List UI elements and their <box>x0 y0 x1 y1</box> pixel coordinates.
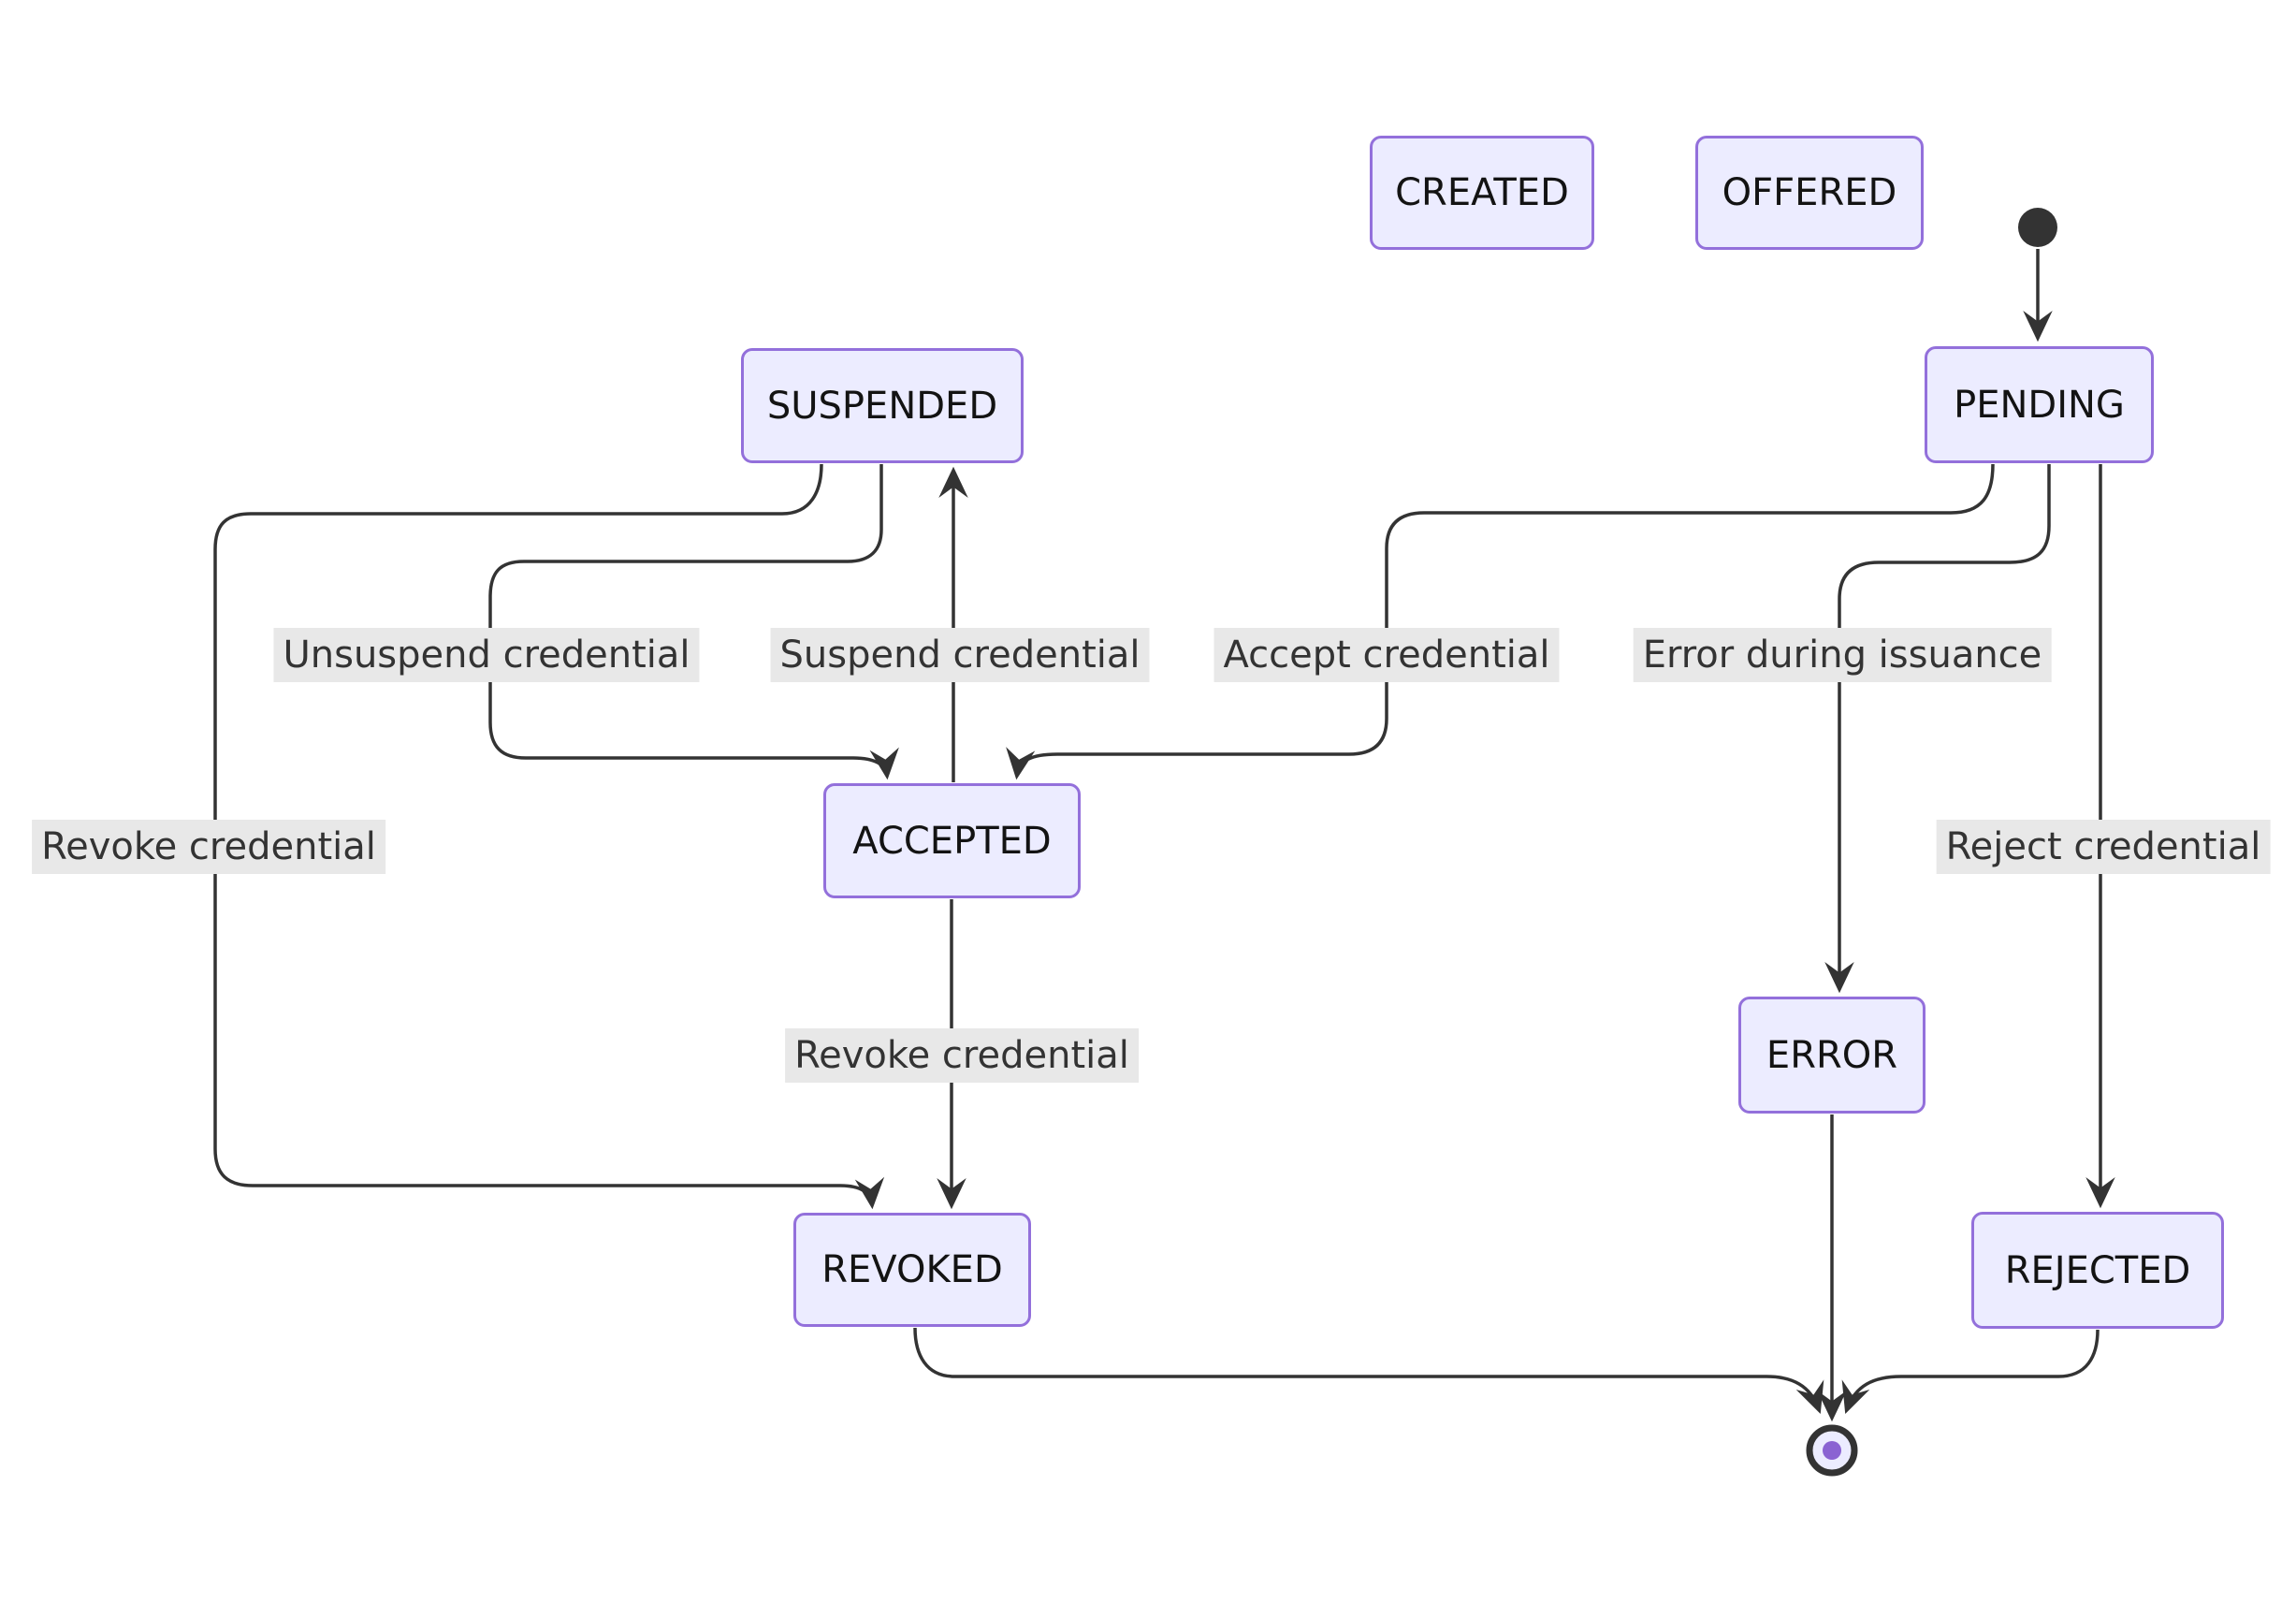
state-node-rejected: REJECTED <box>1971 1212 2224 1329</box>
state-node-created: CREATED <box>1370 136 1594 250</box>
state-node-offered: OFFERED <box>1695 136 1924 250</box>
edge-label-revoke-credential-left: Revoke credential <box>32 820 385 874</box>
edge-label-suspend-credential: Suspend credential <box>770 628 1150 682</box>
final-state-icon <box>1806 1424 1858 1477</box>
edge-label-reject-credential: Reject credential <box>1936 820 2271 874</box>
state-node-revoked: REVOKED <box>793 1213 1031 1327</box>
state-node-suspended: SUSPENDED <box>741 348 1024 463</box>
edge-pending-to-error <box>1824 464 2051 994</box>
initial-state-icon <box>2018 208 2057 247</box>
edge-label-unsuspend-credential: Unsuspend credential <box>273 628 700 682</box>
edge-label-revoke-credential-mid: Revoke credential <box>785 1028 1139 1083</box>
edge-pending-to-accepted <box>1006 463 1995 780</box>
state-node-pending: PENDING <box>1925 346 2154 463</box>
state-node-error: ERROR <box>1738 997 1925 1114</box>
edge-suspended-to-revoked <box>213 463 885 1210</box>
edge-suspended-to-accepted <box>488 464 899 780</box>
edge-label-error-during-issuance: Error during issuance <box>1633 628 2052 682</box>
state-node-accepted: ACCEPTED <box>823 783 1081 898</box>
edge-revoked-to-end <box>913 1327 1824 1414</box>
edge-label-accept-credential: Accept credential <box>1213 628 1560 682</box>
edge-rejected-to-end <box>1841 1329 2100 1414</box>
